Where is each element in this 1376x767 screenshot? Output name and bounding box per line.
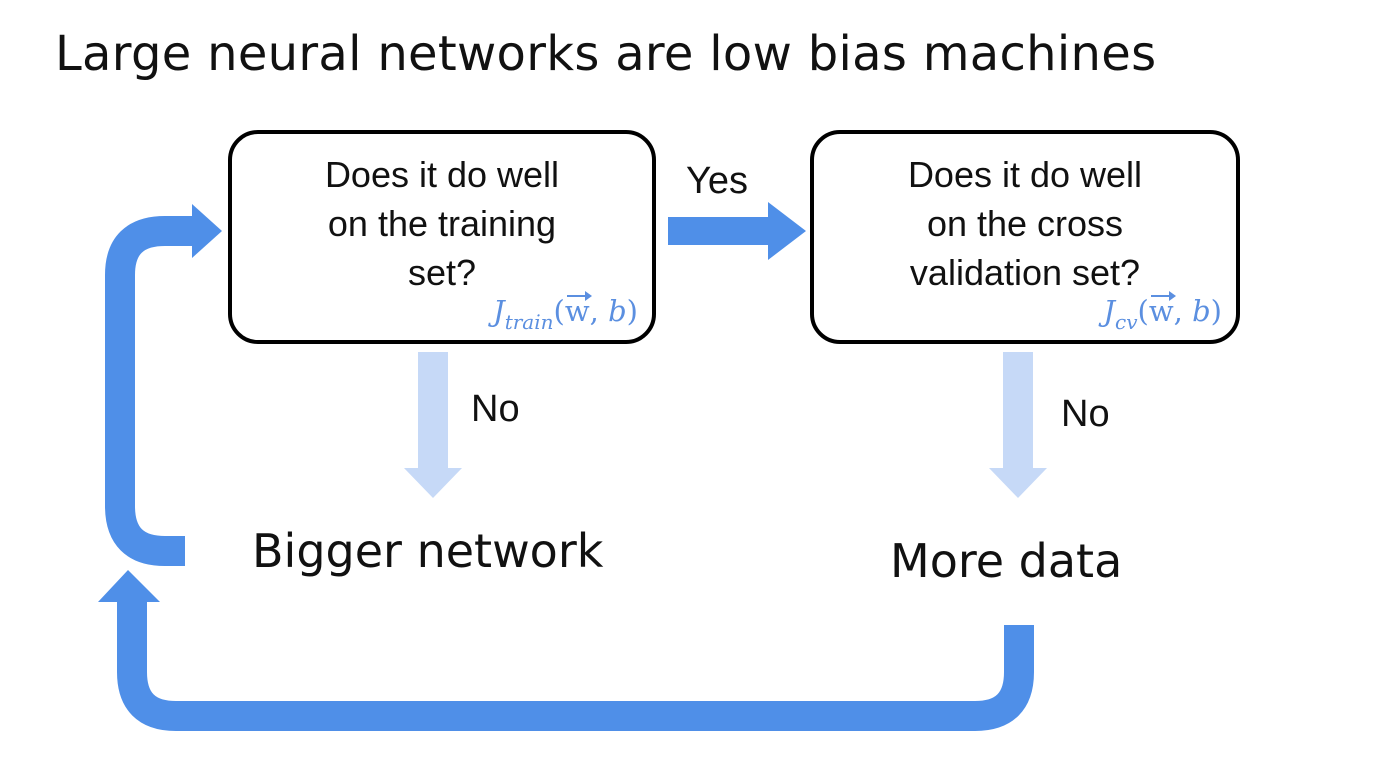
no-arrow-train: [404, 352, 462, 498]
cross-validation-box: Does it do well on the cross validation …: [810, 130, 1240, 344]
cv-question-line: on the cross: [926, 203, 1124, 244]
training-question-line: Does it do well: [324, 154, 560, 195]
cv-question-line: validation set?: [909, 252, 1141, 293]
loop-arrow-bigger-network-head: [192, 204, 222, 258]
no-label-cv: No: [1061, 393, 1110, 435]
loop-arrow-more-data-head: [98, 570, 160, 602]
training-question-line: on the training: [327, 203, 557, 244]
training-set-box: Does it do well on the training set? Jtr…: [228, 130, 656, 344]
training-set-question: Does it do well on the training set?: [232, 150, 652, 297]
loop-arrow-more-data: [117, 598, 1034, 731]
cross-validation-question: Does it do well on the cross validation …: [814, 150, 1236, 297]
no-arrow-cv: [989, 352, 1047, 498]
cv-question-line: Does it do well: [907, 154, 1143, 195]
loop-arrow-bigger-network: [105, 216, 196, 566]
bigger-network-label: Bigger network: [252, 524, 604, 578]
training-question-line: set?: [407, 252, 477, 293]
cv-cost-formula: Jcv(w, b): [1103, 291, 1222, 334]
no-label-train: No: [471, 388, 520, 430]
more-data-label: More data: [890, 534, 1123, 588]
slide-title: Large neural networks are low bias machi…: [55, 26, 1157, 82]
training-cost-formula: Jtrain(w, b): [493, 291, 638, 334]
yes-label: Yes: [686, 160, 748, 202]
yes-arrow: [668, 202, 806, 260]
